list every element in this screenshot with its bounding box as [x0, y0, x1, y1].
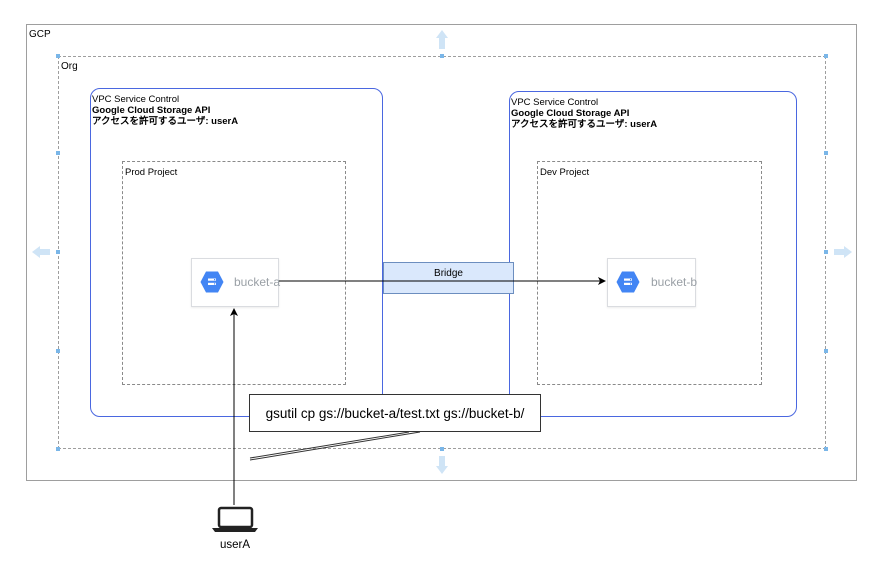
handle-w2: [56, 250, 60, 254]
vpc-service-control-left: [90, 88, 383, 417]
org-label: Org: [61, 61, 78, 72]
vpc-left-text: VPC Service Control Google Cloud Storage…: [92, 94, 238, 127]
handle-s: [440, 447, 444, 451]
handle-sw: [56, 447, 60, 451]
command-callout: gsutil cp gs://bucket-a/test.txt gs://bu…: [249, 394, 541, 432]
callout-tail-lower: [249, 431, 421, 461]
prod-project-label: Prod Project: [125, 167, 178, 178]
bridge-node[interactable]: Bridge: [383, 262, 514, 294]
vpc-left-access: アクセスを許可するユーザ: userA: [92, 116, 239, 127]
gcs-bucket-a-icon: [200, 271, 224, 293]
direction-arrows[interactable]: [32, 30, 852, 474]
handle-e3: [824, 349, 828, 353]
user-label: userA: [219, 539, 251, 551]
vpc-left-api: Google Cloud Storage API: [92, 105, 211, 116]
arrow-right-icon: [834, 246, 852, 258]
handle-ne: [824, 54, 828, 58]
handle-n: [440, 54, 444, 58]
dev-project-container: [537, 161, 762, 385]
handle-w1: [56, 151, 60, 155]
handle-e2: [824, 250, 828, 254]
bridge-label: Bridge: [434, 267, 463, 279]
arrow-down-icon: [436, 456, 448, 474]
gcs-bucket-b-icon: [616, 271, 640, 293]
callout-tail-upper: [249, 431, 410, 459]
gcp-container: [26, 24, 857, 481]
gcp-label: GCP: [29, 29, 51, 40]
bucket-a-label: bucket-a: [234, 275, 281, 289]
bucket-b-label: bucket-b: [651, 275, 698, 289]
vpc-right-access: アクセスを許可するユーザ: userA: [511, 119, 658, 130]
handle-nw: [56, 54, 60, 58]
vpc-right-api: Google Cloud Storage API: [511, 108, 630, 119]
vpc-right-title: VPC Service Control: [511, 97, 599, 108]
vpc-right-text: VPC Service Control Google Cloud Storage…: [511, 97, 657, 130]
arrow-left-icon: [32, 246, 50, 258]
handle-w3: [56, 349, 60, 353]
vpc-service-control-right: [509, 91, 797, 417]
vpc-left-title: VPC Service Control: [92, 94, 180, 105]
command-text: gsutil cp gs://bucket-a/test.txt gs://bu…: [265, 405, 525, 421]
laptop-icon: [212, 506, 258, 532]
org-selection-handles[interactable]: [56, 54, 828, 451]
arrow-up-icon: [436, 30, 448, 49]
handle-se: [824, 447, 828, 451]
dev-project-label: Dev Project: [540, 167, 590, 178]
handle-e1: [824, 151, 828, 155]
